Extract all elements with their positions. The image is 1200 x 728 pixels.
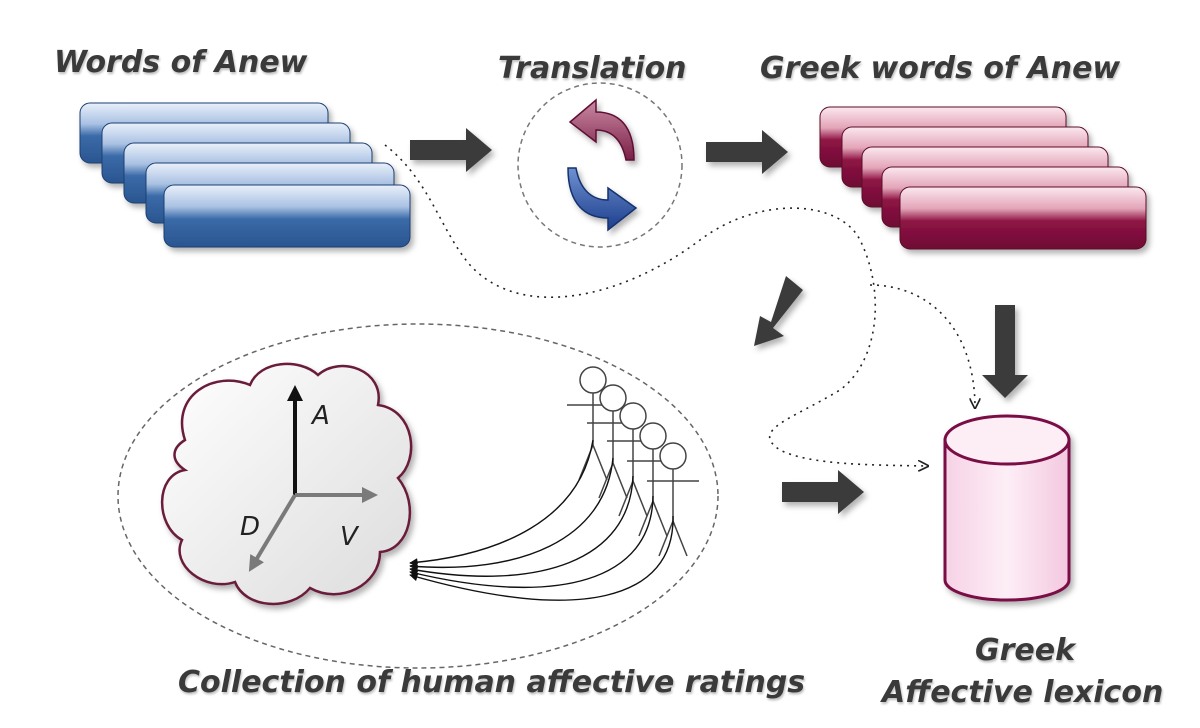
ratings-ellipse xyxy=(117,323,719,669)
raters-group xyxy=(567,366,699,557)
arrow-to-greek-words xyxy=(706,130,788,174)
lexicon-title-line1: Greek xyxy=(975,633,1076,668)
ratings-collection-title: Collection of human affective ratings xyxy=(178,665,806,700)
dotted-paths xyxy=(384,144,975,466)
affect-space-cloud: A V D xyxy=(160,362,413,606)
rater-figure xyxy=(627,422,679,537)
valence-axis-label: V xyxy=(340,522,360,552)
anew-words-stack xyxy=(79,102,411,248)
arrow-to-ratings xyxy=(754,276,803,346)
rater-figure xyxy=(647,442,699,557)
arrow-ratings-to-lexicon xyxy=(782,470,864,514)
translation-title: Translation xyxy=(498,51,687,86)
rater-figure xyxy=(607,402,659,517)
arrow-to-lexicon-top xyxy=(982,305,1028,398)
lexicon-database-icon xyxy=(943,414,1071,602)
greek-words-title: Greek words of Anew xyxy=(760,51,1121,86)
translate-forward-arrow-icon xyxy=(567,167,638,232)
rating-curves xyxy=(409,439,674,601)
dominance-axis xyxy=(248,493,297,572)
dominance-axis-label: D xyxy=(240,512,260,542)
anew-words-title: Words of Anew xyxy=(54,45,308,80)
translate-back-arrow-icon xyxy=(568,98,635,161)
greek-words-stack xyxy=(819,106,1147,250)
arrow-to-translation xyxy=(410,128,492,172)
translation-circle xyxy=(517,82,683,248)
arousal-axis-label: A xyxy=(310,401,330,431)
lexicon-title-line2: Affective lexicon xyxy=(882,675,1164,710)
flow-arrows xyxy=(410,128,1028,514)
